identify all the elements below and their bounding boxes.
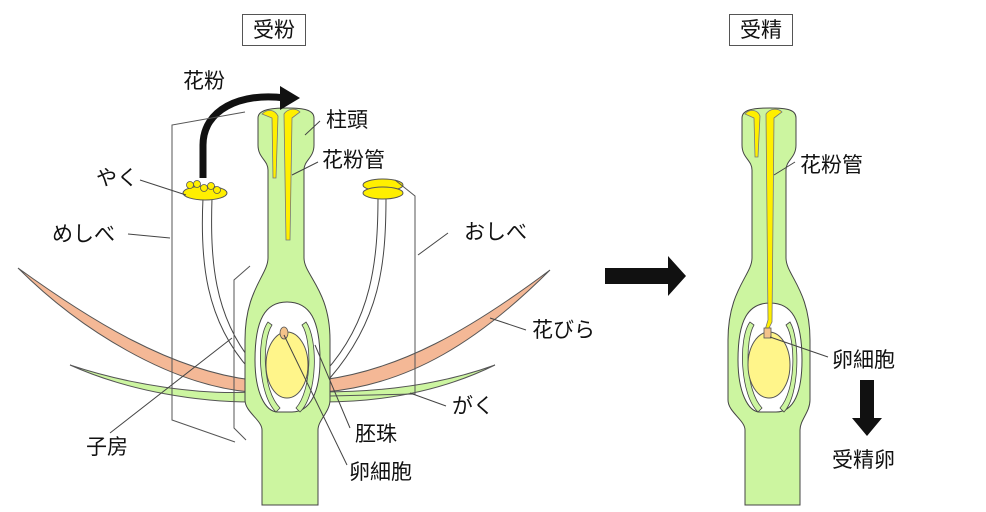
anther-left — [182, 180, 228, 201]
result-arrow — [852, 380, 882, 436]
pollen-arrow-head — [280, 86, 300, 110]
leader-anther — [139, 179, 187, 196]
label-pollen-tube-right: 花粉管 — [800, 153, 863, 177]
label-fertilized-egg: 受精卵 — [832, 448, 895, 472]
process-arrow — [605, 256, 686, 296]
anther-right — [362, 178, 404, 200]
label-egg-cell: 卵細胞 — [349, 460, 412, 484]
egg-cell-right — [763, 327, 772, 339]
stamen-bracket — [329, 179, 416, 397]
label-pollen: 花粉 — [183, 69, 225, 93]
petal-right — [321, 269, 551, 393]
ovary-bracket — [233, 265, 251, 441]
pistil-bracket — [171, 111, 246, 443]
leader-pollen-tube-right — [773, 161, 796, 176]
egg-cell-left — [279, 326, 289, 340]
leader-petal — [489, 317, 527, 331]
label-egg-cell-right: 卵細胞 — [832, 348, 895, 372]
label-stigma: 柱頭 — [326, 108, 368, 132]
stamen-filament-left — [201, 197, 253, 371]
title-fertilization: 受精 — [729, 14, 793, 47]
leader-egg-cell — [283, 334, 348, 466]
label-pistil: めしべ — [52, 222, 115, 246]
leader-pistil — [127, 233, 171, 239]
label-anther: やく — [96, 166, 138, 190]
label-ovule: 胚珠 — [355, 422, 397, 446]
stigma-left — [261, 110, 279, 179]
label-ovary: 子房 — [86, 435, 128, 459]
leader-stigma — [304, 120, 321, 136]
leader-sepal — [409, 392, 447, 407]
leader-stamen — [417, 232, 449, 256]
label-stamen: おしべ — [464, 220, 527, 244]
label-petal: 花びら — [532, 318, 595, 342]
pollen-arrow — [199, 93, 286, 178]
leader-ovule — [314, 344, 351, 429]
label-pollen-tube: 花粉管 — [322, 148, 385, 172]
pollen-tube-left — [283, 108, 301, 241]
stamen-filament-right — [324, 195, 387, 379]
leader-ovary — [109, 337, 233, 434]
integument-right — [742, 321, 798, 413]
title-pollination: 受粉 — [242, 14, 306, 47]
leader-pollen-tube — [291, 161, 319, 176]
leader-egg-cell-right — [769, 336, 829, 358]
integument-left — [260, 321, 315, 413]
stigma-right — [744, 110, 761, 158]
label-sepal: がく — [452, 394, 494, 418]
